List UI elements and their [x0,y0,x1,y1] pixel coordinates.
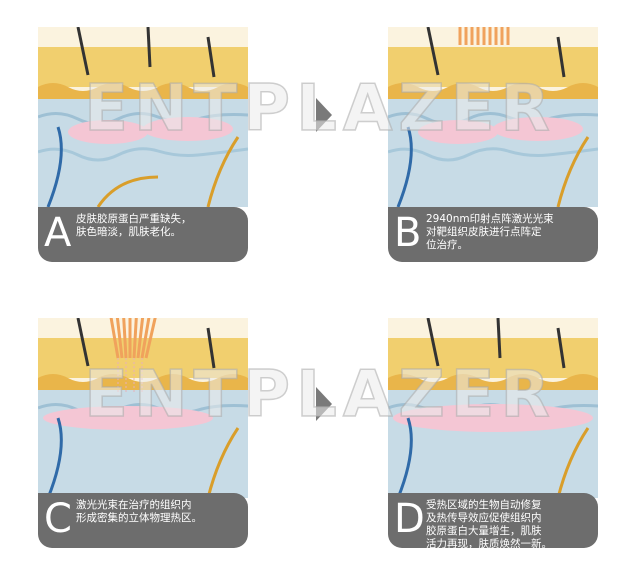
caption-c: C 激光光束在治疗的组织内 形成密集的立体物理热区。 [38,493,248,548]
caption-letter: D [394,496,425,542]
caption-b: B 2940nm印射点阵激光光束 对靶组织皮肤进行点阵定 位治疗。 [388,207,598,262]
panel-c: C 激光光束在治疗的组织内 形成密集的立体物理热区。 [38,318,248,555]
panel-d: D 受热区域的生物自动修复 及热传导效应促使组织内 胶原蛋白大量增生，肌肤 活力… [388,318,598,555]
caption-d: D 受热区域的生物自动修复 及热传导效应促使组织内 胶原蛋白大量增生，肌肤 活力… [388,493,598,550]
panel-b: B 2940nm印射点阵激光光束 对靶组织皮肤进行点阵定 位治疗。 [388,27,598,264]
caption-text: 激光光束在治疗的组织内 形成密集的立体物理热区。 [76,499,202,524]
caption-text: 皮肤胶原蛋白严重缺失， 肤色暗淡，肌肤老化。 [76,213,192,238]
caption-text: 受热区域的生物自动修复 及热传导效应促使组织内 胶原蛋白大量增生，肌肤 活力再现… [426,499,552,550]
caption-letter: C [44,496,72,542]
caption-text: 2940nm印射点阵激光光束 对靶组织皮肤进行点阵定 位治疗。 [426,213,554,251]
caption-letter: B [394,210,422,256]
skin-illustration [38,27,248,207]
caption-a: A 皮肤胶原蛋白严重缺失， 肤色暗淡，肌肤老化。 [38,207,248,262]
caption-letter: A [44,210,72,256]
arrow-a-to-b [316,98,332,132]
skin-illustration [388,318,598,498]
skin-illustration [38,318,248,498]
arrow-c-to-d [316,387,332,421]
skin-illustration [388,27,598,207]
panel-a: A 皮肤胶原蛋白严重缺失， 肤色暗淡，肌肤老化。 [38,27,248,264]
